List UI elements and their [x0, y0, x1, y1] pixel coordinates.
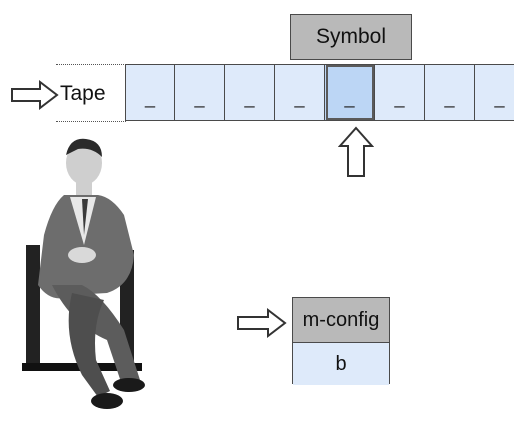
symbol-label: Symbol [315, 25, 387, 48]
tape-cell: _ [225, 64, 275, 121]
mconfig-header: m-config [293, 298, 389, 343]
tape-cell: _ [425, 64, 475, 121]
tape-label: Tape [60, 82, 106, 105]
symbol-box: Symbol [290, 14, 412, 60]
mconfig-state-value: b [335, 352, 347, 375]
tape-cell: _ [475, 64, 514, 121]
arrow-right-outline-icon [237, 308, 287, 338]
arrow-right-outline-icon [11, 80, 59, 110]
tape-cell: _ [375, 64, 425, 121]
tape-cell: _ [275, 64, 325, 121]
person-figure [22, 138, 145, 409]
tape-cell: _ [125, 64, 175, 121]
mconfig-box: m-config b [292, 297, 390, 385]
arrow-up-outline-icon [338, 126, 374, 177]
tape-guide-bottom [56, 121, 126, 122]
mconfig-state: b [293, 343, 389, 385]
tape-guide-top [56, 64, 126, 65]
mconfig-label: m-config [302, 308, 380, 331]
tape-cell-scanned: _ [325, 64, 375, 121]
tape: _ _ _ _ _ _ _ _ [125, 64, 514, 121]
tape-cell: _ [175, 64, 225, 121]
